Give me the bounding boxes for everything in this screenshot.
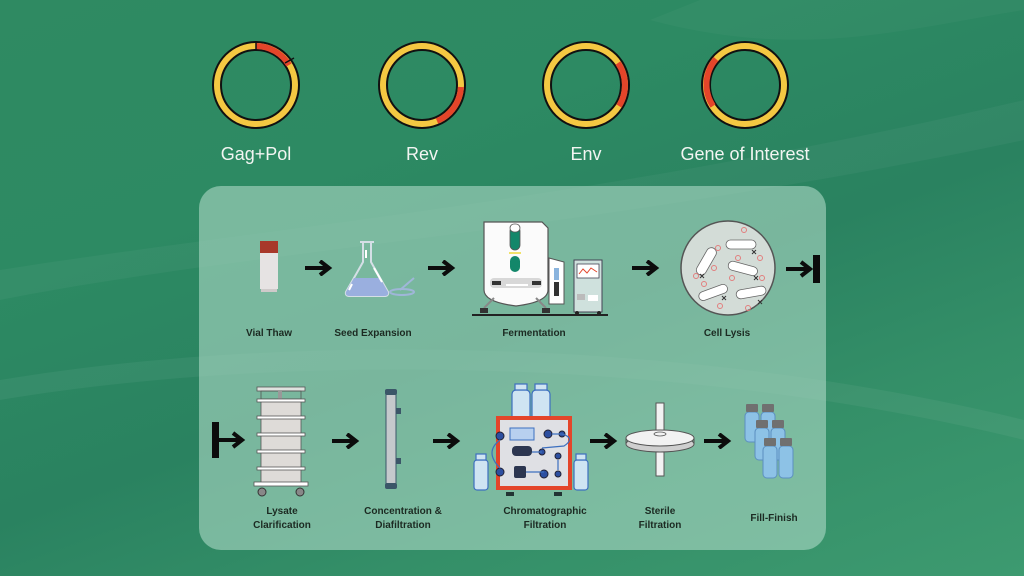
row-continue-arrow-icon: [786, 255, 820, 283]
step-label-cell-lysis: Cell Lysis: [703, 328, 751, 339]
plasmid-label: Env: [570, 144, 602, 164]
step-label-seed-expansion: Seed Expansion: [334, 328, 412, 339]
plasmid-label: Rev: [405, 144, 439, 164]
arrow-icon: [433, 433, 461, 449]
step-label-sterile-filtration: Sterile Filtration: [639, 505, 682, 533]
depth-filter-rack-icon: [253, 386, 309, 497]
syringe-filter-icon: [625, 402, 695, 477]
arrow-icon: [704, 433, 732, 449]
chromatography-system-icon: [473, 383, 589, 496]
label-line: Fill-Finish: [750, 513, 798, 524]
plasmid-ring-icon: [378, 41, 466, 129]
arrow-icon: [590, 433, 618, 449]
plasmid-gene-of-interest: Gene of Interest: [680, 40, 810, 190]
label-line: Clarification: [253, 520, 311, 531]
plasmid-ring-icon: [542, 41, 630, 129]
plasmid-label: Gag+Pol: [220, 144, 292, 164]
flask-icon: [344, 241, 415, 297]
plasmid-ring-icon: [212, 41, 300, 129]
label-line: Concentration &: [364, 506, 442, 517]
tff-cartridge-icon: [385, 389, 401, 489]
step-label-vial-thaw: Vial Thaw: [246, 328, 292, 339]
row-start-arrow-icon: [212, 422, 246, 458]
bioreactor-icon: [472, 221, 608, 316]
label-line: Sterile: [644, 506, 676, 517]
plasmid-gag-pol: Gag+Pol: [211, 40, 301, 190]
arrow-icon: [332, 433, 360, 449]
plasmid-env: Env: [541, 40, 631, 190]
label-line: Chromatographic: [503, 506, 587, 517]
step-label-lysate-clarification: Lysate Clarification: [253, 505, 311, 533]
step-label-fermentation: Fermentation: [502, 328, 566, 339]
label-line: Diafiltration: [375, 520, 431, 531]
arrow-icon: [428, 260, 456, 276]
step-label-concentration-diafiltration: Concentration & Diafiltration: [364, 505, 442, 533]
plasmid-label: Gene of Interest: [680, 144, 810, 164]
cell-lysis-icon: [680, 220, 776, 316]
arrow-icon: [305, 260, 333, 276]
step-label-fill-finish: Fill-Finish: [750, 512, 797, 526]
plasmid-ring-icon: [701, 41, 789, 129]
arrow-icon: [632, 260, 660, 276]
label-line: Filtration: [638, 520, 682, 531]
label-line: Filtration: [523, 520, 567, 531]
vial-icon: [260, 241, 278, 292]
plasmid-rev: Rev: [377, 40, 467, 190]
vials-icon: [744, 404, 794, 479]
step-label-chromatographic-filtration: Chromatographic Filtration: [503, 505, 586, 533]
label-line: Lysate: [266, 506, 298, 517]
